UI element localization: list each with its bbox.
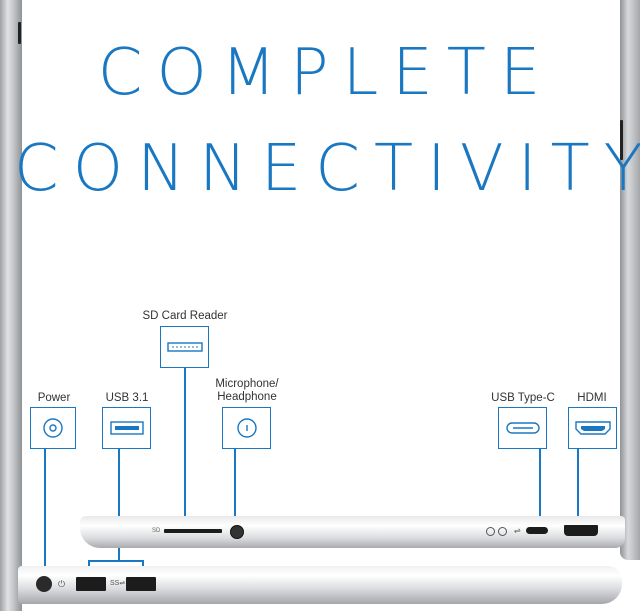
lid-button bbox=[620, 120, 623, 160]
ss-usb-marking-icon: SS⇌ bbox=[110, 580, 126, 587]
usb31-label: USB 3.1 bbox=[105, 392, 149, 404]
hdmi-port-icon bbox=[568, 407, 617, 449]
audio-jack bbox=[230, 525, 244, 539]
sd-card-reader-label: SD Card Reader bbox=[142, 310, 228, 322]
sd-marking: SD bbox=[152, 528, 161, 534]
hdmi-label: HDMI bbox=[577, 392, 607, 404]
usb-a-port bbox=[76, 577, 106, 591]
sd-slot-icon bbox=[160, 326, 209, 368]
hdmi-connector-line bbox=[577, 449, 579, 525]
usb-type-c-label: USB Type-C bbox=[491, 392, 555, 404]
sd-slot bbox=[164, 529, 222, 533]
hdmi-port bbox=[564, 525, 598, 536]
usb-connector-bar bbox=[88, 560, 144, 562]
microphone-headphone-label: Microphone/ Headphone bbox=[206, 378, 288, 404]
laptop-lid-left-edge bbox=[0, 0, 22, 611]
laptop-lid-right-edge bbox=[620, 0, 640, 560]
led-indicator bbox=[498, 527, 507, 536]
led-indicator bbox=[486, 527, 495, 536]
power-connector-line bbox=[44, 449, 46, 573]
usb-a-port bbox=[126, 577, 156, 591]
power-port-icon bbox=[30, 407, 76, 449]
power-jack bbox=[36, 576, 52, 592]
headline-line-2: CONNECTIVITY bbox=[14, 132, 640, 206]
usb-c-port bbox=[526, 527, 548, 534]
laptop-top-deck: SD ⇌ bbox=[80, 516, 625, 548]
lid-button bbox=[18, 22, 21, 44]
laptop-bottom-chassis: ⏻ SS⇌ bbox=[18, 566, 622, 604]
usb-c-marking-icon: ⇌ bbox=[514, 526, 521, 535]
microphone-label-line-1: Microphone/ bbox=[215, 378, 279, 390]
power-symbol-icon: ⏻ bbox=[58, 579, 66, 589]
microphone-label-line-2: Headphone bbox=[217, 391, 277, 403]
power-label: Power bbox=[37, 392, 71, 404]
usb-c-port-icon bbox=[498, 407, 547, 449]
usb-c-connector-line bbox=[539, 449, 541, 525]
headline-line-1: COMPLETE bbox=[97, 36, 555, 110]
audio-jack-icon bbox=[222, 407, 271, 449]
sd-connector-line bbox=[184, 368, 186, 522]
usb-connector-line bbox=[118, 449, 120, 561]
audio-connector-line bbox=[234, 449, 236, 522]
usb-port-icon bbox=[102, 407, 151, 449]
